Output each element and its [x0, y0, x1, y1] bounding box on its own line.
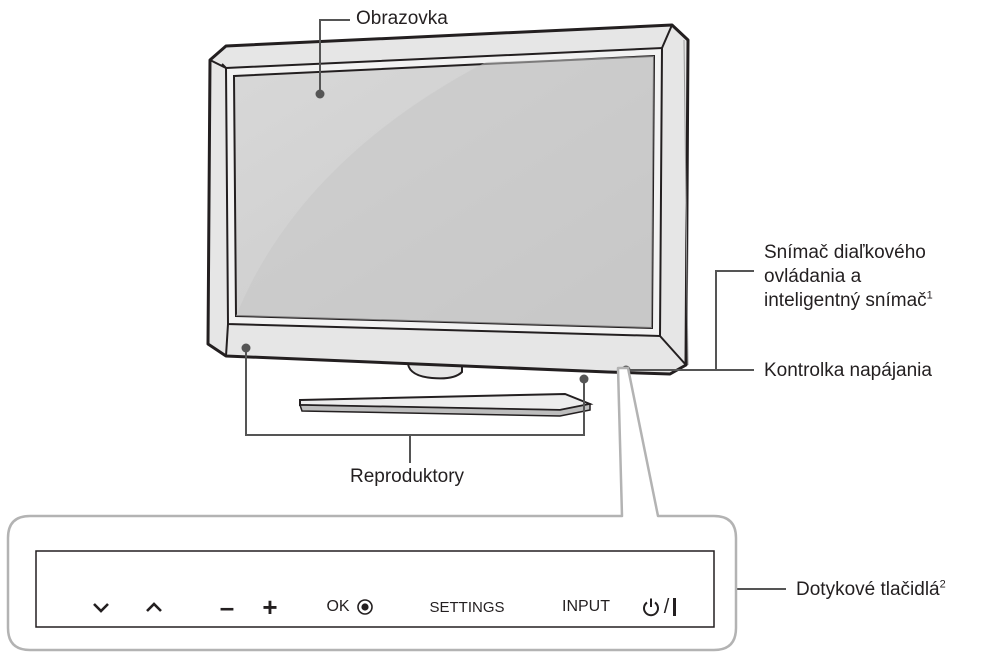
- chevron-down-icon: [93, 603, 109, 613]
- input-button[interactable]: INPUT: [562, 598, 610, 615]
- channel-up-button[interactable]: [139, 596, 169, 618]
- screen-leader-dot: [315, 89, 325, 99]
- volume-down-button[interactable]: –: [219, 591, 235, 622]
- power-indicator-label: Kontrolka napájania: [764, 360, 932, 381]
- chevron-up-icon: [146, 602, 162, 612]
- remote-sensor-footnote: 1: [926, 289, 933, 302]
- touch-buttons-label-text: Dotykové tlačidlá: [796, 579, 940, 600]
- leader-lines: [245, 19, 754, 463]
- power-bar-icon: [673, 598, 677, 616]
- ok-button-label: OK: [326, 598, 350, 615]
- channel-down-button[interactable]: [86, 596, 116, 618]
- speaker-right-dot: [579, 374, 589, 384]
- remote-sensor-label-text: inteligentný snímač: [764, 290, 927, 311]
- speakers-label: Reproduktory: [350, 466, 465, 487]
- settings-button[interactable]: SETTINGS: [429, 598, 505, 616]
- touch-buttons-footnote: 2: [939, 578, 946, 591]
- volume-up-button[interactable]: +: [262, 591, 278, 622]
- power-separator: /: [663, 595, 670, 618]
- power-icon: [642, 598, 659, 617]
- button-panel: [35, 550, 715, 628]
- remote-sensor-label-line2: ovládania a: [764, 266, 862, 287]
- screen-label: Obrazovka: [356, 8, 448, 29]
- touch-buttons-label: Dotykové tlačidlá2: [796, 578, 946, 602]
- speaker-left-dot: [241, 343, 251, 353]
- remote-sensor-label: Snímač diaľkového ovládania a inteligent…: [764, 241, 933, 313]
- ok-button[interactable]: OK: [318, 596, 382, 618]
- remote-sensor-label-line3: inteligentný snímač1: [764, 289, 933, 313]
- power-button[interactable]: /: [627, 596, 691, 618]
- tv-body: [206, 23, 690, 376]
- radio-dot-icon: [356, 599, 373, 615]
- remote-sensor-label-line1: Snímač diaľkového: [764, 242, 926, 263]
